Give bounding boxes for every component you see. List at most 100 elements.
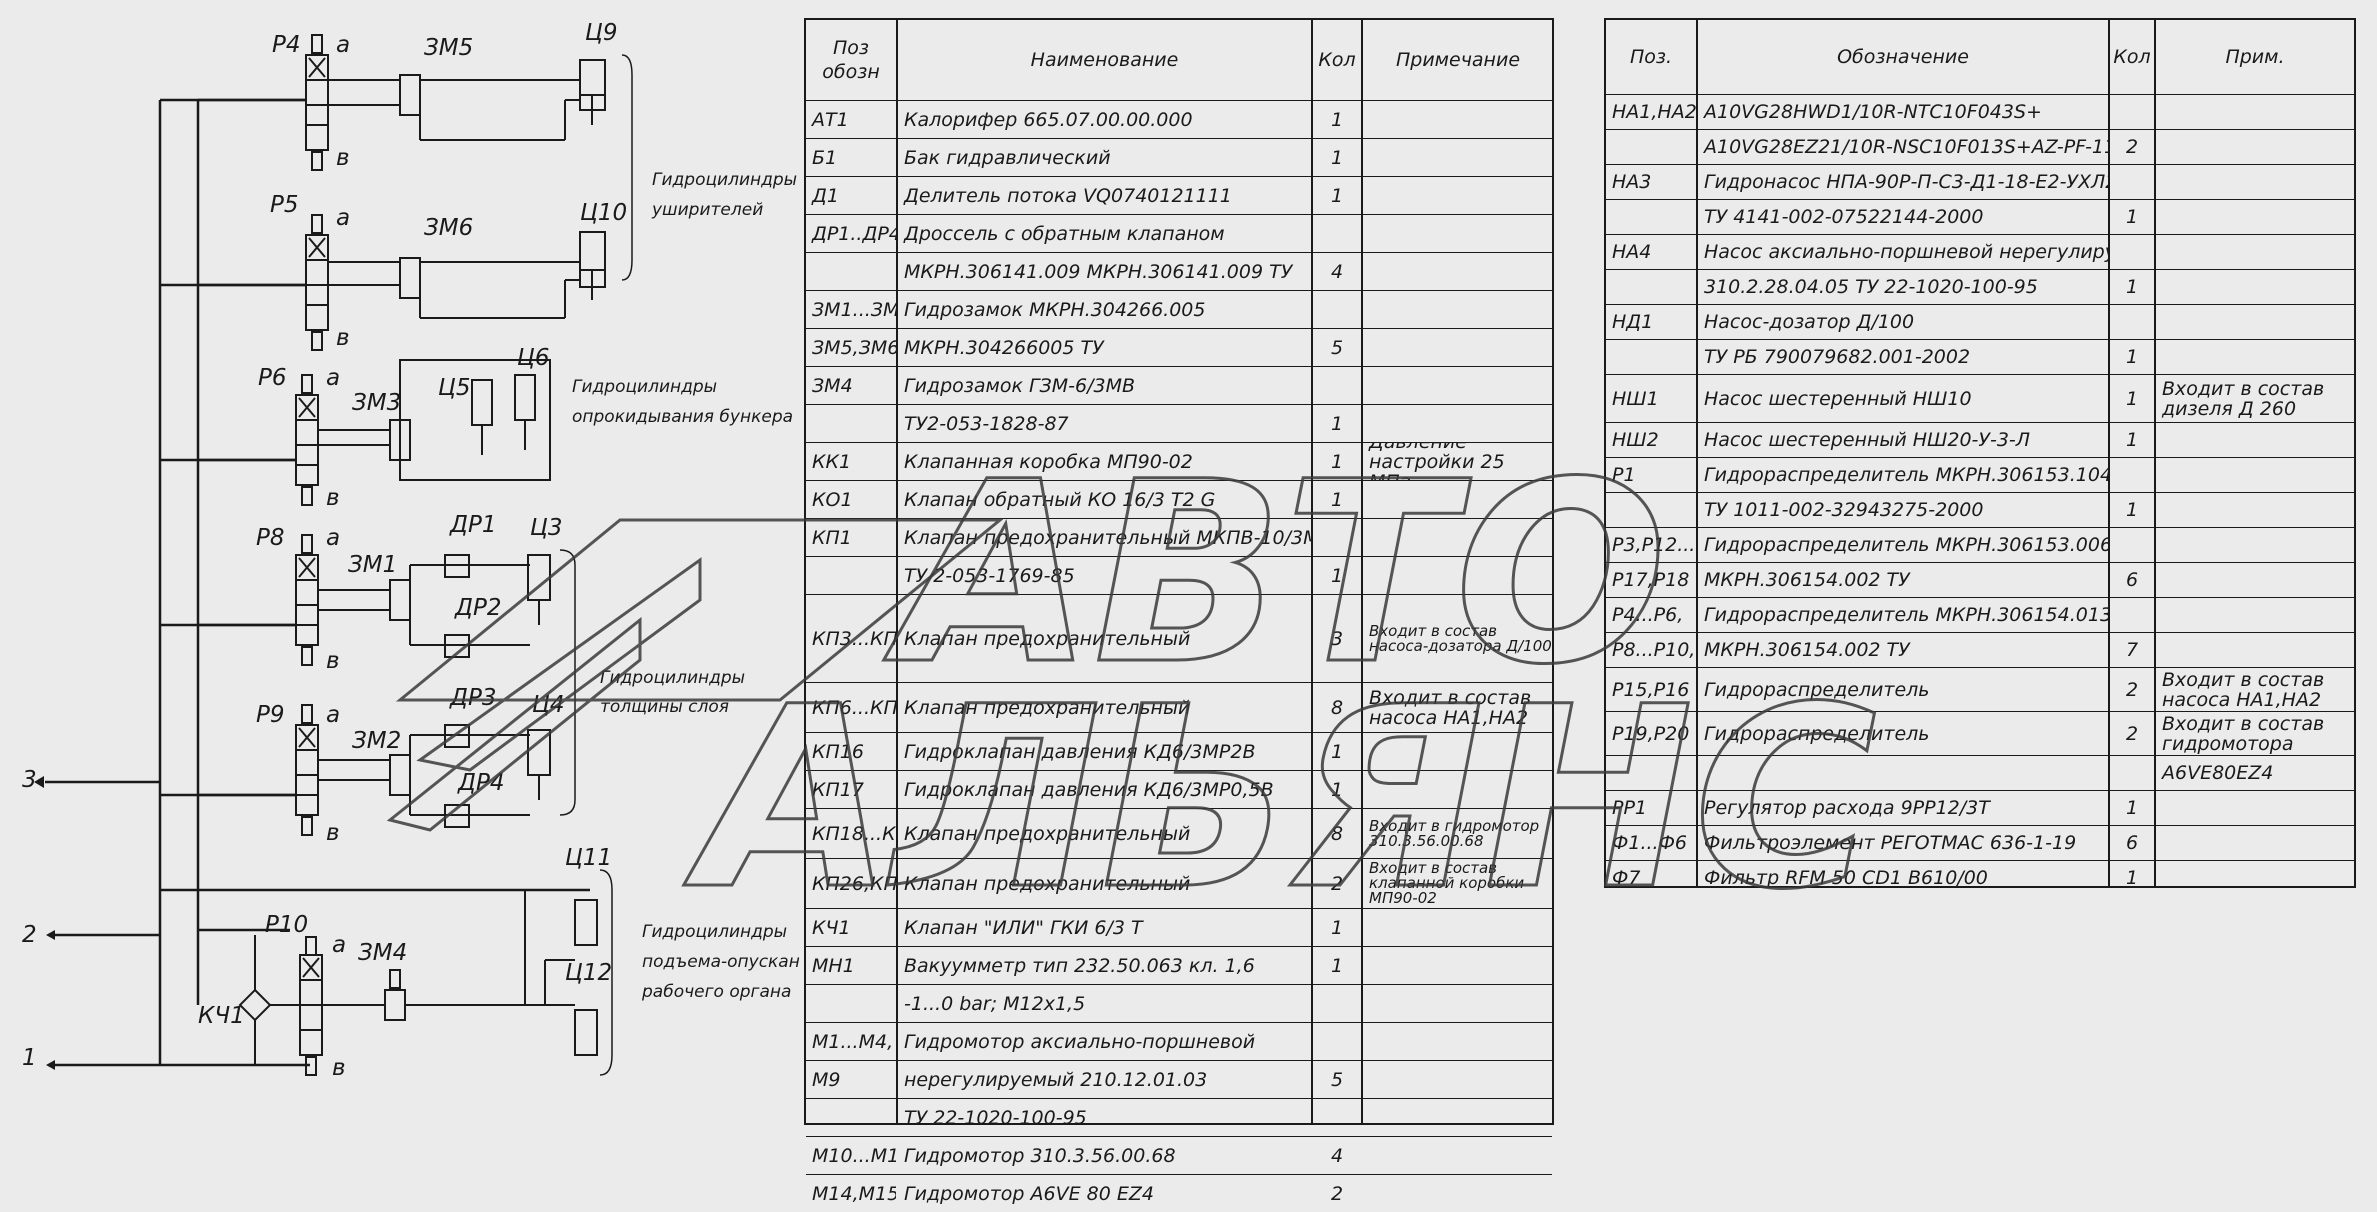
cell-pos <box>1606 200 1696 234</box>
cell-pos: ДР1..ДР4 <box>812 222 896 245</box>
cell-name: МКРН.306154.002 ТУ <box>1704 569 1910 591</box>
table-row: Р15,Р16 Гидрораспределитель 2 Входит в сост… <box>1606 667 2354 711</box>
table-row: -1...0 bar; М12х1,5 <box>806 984 1552 1022</box>
cell-note <box>2156 791 2354 825</box>
label-zm5: ЗМ5 <box>424 35 473 61</box>
cell-pos: НШ2 <box>1612 429 1659 451</box>
cell-name: ТУ2-053-1828-87 <box>904 412 1069 435</box>
cell-qty: 1 <box>1330 488 1344 511</box>
cell-qty: 1 <box>1330 108 1344 131</box>
label-c9: Ц9 <box>585 20 618 46</box>
cell-note <box>2156 305 2354 339</box>
table-row: КП3...КП5Клапан предохранительный3Входит… <box>806 594 1552 682</box>
cell-pos <box>1606 340 1696 374</box>
cell-note <box>1363 329 1553 366</box>
cell-note <box>1363 947 1553 984</box>
cell-qty: 5 <box>1330 336 1344 359</box>
cell-pos: НД1 <box>1612 311 1654 333</box>
table2-header: Поз. Обозначение Кол Прим. <box>1606 20 2354 94</box>
cell-note <box>2156 458 2354 492</box>
cell-name: Делитель потока VQ0740121111 <box>904 184 1232 207</box>
cell-pos <box>806 253 896 290</box>
cell-name: Клапан предохранительный <box>904 822 1191 845</box>
cell-name: 310.2.28.04.05 ТУ 22-1020-100-95 <box>1704 276 2038 298</box>
cell-pos: Р17,Р18 <box>1612 569 1690 591</box>
cell-name: Гидроклапан давления КД6/3МР0,5В <box>904 778 1274 801</box>
cell-pos: КЧ1 <box>812 916 851 939</box>
cell-note <box>1363 1061 1553 1098</box>
table-row: КП18...КП25Клапан предохранительный8Вход… <box>806 808 1552 858</box>
cell-note <box>1363 519 1553 556</box>
cell-qty <box>1313 291 1361 328</box>
cell-name: Насос шестеренный НШ20-У-3-Л <box>1704 429 2031 451</box>
cell-qty: 1 <box>1330 564 1344 587</box>
cell-note <box>2156 633 2354 667</box>
table-row: ЗМ1...ЗМ3,Гидрозамок МКРН.304266.005 <box>806 290 1552 328</box>
cell-pos: Р15,Р16 <box>1612 678 1690 701</box>
cell-pos: КП3...КП5 <box>812 627 896 650</box>
cell-note <box>1363 139 1553 176</box>
cell-note <box>1363 733 1553 770</box>
cell-name: Гидрораспределитель МКРН.306153.006 <box>1704 534 2108 556</box>
label-p10-v: в <box>332 1055 346 1081</box>
cell-note <box>1363 481 1553 518</box>
cell-note: Входит в состав насоса НА1,НА2 <box>2162 668 2325 711</box>
label-p6-v: в <box>326 485 340 511</box>
cell-name: Гидроклапан давления КД6/3МР2В <box>904 740 1256 763</box>
cell-qty <box>2110 528 2154 562</box>
cell-name: Гидрораспределитель <box>1704 678 1930 701</box>
cell-qty: 2 <box>2125 678 2139 701</box>
cell-pos: РР1 <box>1612 797 1648 819</box>
label-zm3: ЗМ3 <box>352 390 401 416</box>
cell-name: МКРН.306154.002 ТУ <box>1704 639 1910 661</box>
label-p5: Р5 <box>270 192 299 218</box>
cell-pos: Ф1...Ф6 <box>1612 832 1688 854</box>
table2-header-name: Обозначение <box>1837 46 1969 68</box>
label-p6-a: а <box>326 365 340 391</box>
table1-header-pos: Поз обозн <box>822 37 880 83</box>
cell-name: Гидрораспределитель МКРН.306153.104 <box>1704 464 2108 486</box>
cell-note: Входит в состав клапанной коробки МП90-0… <box>1369 859 1525 907</box>
cell-name: A10VG28EZ21/10R-NSC10F013S+AZ-PF-11-008-… <box>1704 136 2108 158</box>
cell-qty <box>1313 519 1361 556</box>
group-label-3a: Гидроцилиндры <box>600 668 745 688</box>
cell-note: Входит в состав гидромотора <box>2162 712 2325 755</box>
cell-pos: Р8...Р10, <box>1612 639 1696 661</box>
cell-qty: 1 <box>1330 450 1344 473</box>
cell-name: ТУ 4141-002-07522144-2000 <box>1704 206 1984 228</box>
table2-header-pos: Поз. <box>1629 46 1673 68</box>
cell-qty: 5 <box>1330 1068 1344 1091</box>
label-zm1: ЗМ1 <box>348 552 397 578</box>
cell-name: Бак гидравлический <box>904 146 1111 169</box>
cell-qty: 1 <box>2125 346 2139 368</box>
hydraulic-schematic: Р4 а в ЗМ5 Ц9 Р5 а в ЗМ6 Ц10 Р6 а в ЗМ3 … <box>22 20 800 1081</box>
cell-note <box>2156 165 2354 199</box>
cell-note <box>1363 1023 1553 1060</box>
cell-qty <box>2110 598 2154 632</box>
valve-p10 <box>238 890 598 1076</box>
cell-qty: 6 <box>2125 832 2139 854</box>
cell-name: A10VG28HWD1/10R-NTC10F043S+ <box>1704 101 2042 123</box>
cell-qty: 1 <box>1330 184 1344 207</box>
label-c10: Ц10 <box>580 200 627 226</box>
cell-pos <box>1606 130 1696 164</box>
label-p10: Р10 <box>265 912 308 938</box>
table-row: A6VE80EZ4 <box>1606 755 2354 790</box>
cell-pos: Б1 <box>812 146 838 169</box>
cell-note <box>2156 493 2354 527</box>
cell-name: Гидромотор 310.3.56.00.68 <box>904 1144 1176 1167</box>
cell-pos: М9 <box>812 1068 841 1091</box>
cell-pos: МН1 <box>812 954 855 977</box>
cell-pos: ЗМ1...ЗМ3, <box>812 298 896 321</box>
